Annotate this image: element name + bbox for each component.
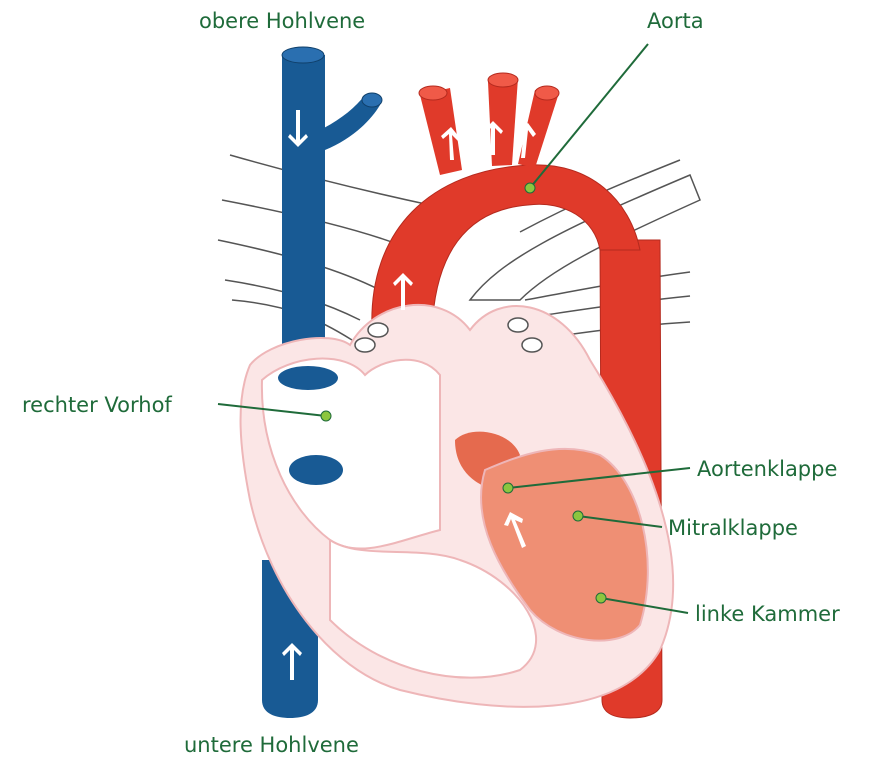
marker-aorta <box>525 183 535 193</box>
marker-right-atrium <box>321 411 331 421</box>
label-aorta: Aorta <box>647 9 704 33</box>
marker-mitral-valve <box>573 511 583 521</box>
marker-aortic-valve <box>503 483 513 493</box>
label-mitral-valve: Mitralklappe <box>668 516 798 540</box>
superior-vena-cava <box>282 47 382 360</box>
label-right-atrium: rechter Vorhof <box>22 393 172 417</box>
label-aortic-valve: Aortenklappe <box>697 457 837 481</box>
label-left-ventricle: linke Kammer <box>695 602 840 626</box>
label-superior-vena-cava: obere Hohlvene <box>199 9 365 33</box>
marker-left-ventricle <box>596 593 606 603</box>
label-inferior-vena-cava: untere Hohlvene <box>184 733 359 757</box>
